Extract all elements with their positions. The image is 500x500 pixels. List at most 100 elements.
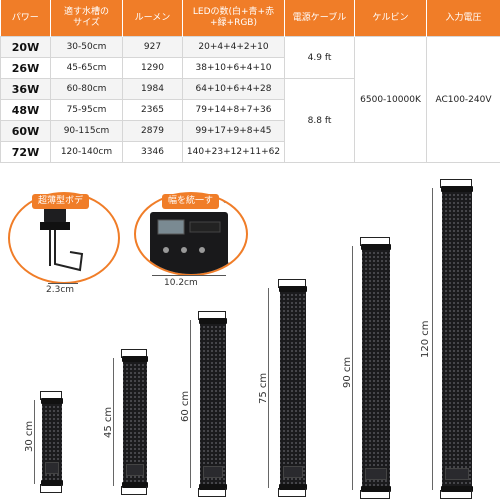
header-power: パワー [0,0,51,37]
lamp-length-label: 120 cm [420,320,431,358]
lamp-controller [283,466,303,478]
lamp-length-label: 60 cm [180,390,191,422]
lamp-bracket [440,490,472,499]
cell-size: 120-140cm [50,141,123,163]
lamp-bracket [278,279,306,288]
cell-size: 60-80cm [50,78,123,100]
lamp-75cm [278,279,307,497]
lamp-length-label: 75 cm [258,372,269,404]
lamp-bracket [40,391,62,400]
cell-cable-short: 4.9 ft [284,36,355,79]
lamp-controller [45,462,59,474]
cell-size: 90-115cm [50,120,123,142]
width-label: 幅を統一す [162,194,220,209]
table-header-row: パワー 適す水槽の サイズ ルーメン LEDの数(白+青+赤 +緑+RGB) 電… [0,0,500,37]
cell-lumen: 1290 [122,57,183,79]
spec-table: パワー 適す水槽の サイズ ルーメン LEDの数(白+青+赤 +緑+RGB) 電… [0,0,500,163]
cell-voltage: AC100-240V [426,36,500,163]
length-line [34,400,35,484]
header-tank-size: 適す水槽の サイズ [50,0,123,37]
lamp-bracket [360,490,390,499]
lamp-body [362,246,390,490]
header-led-count: LEDの数(白+青+赤 +緑+RGB) [182,0,285,37]
lamp-bracket [198,311,226,320]
length-line [190,320,191,488]
cell-watt: 60W [0,120,51,142]
lamp-controller [445,468,469,480]
lamp-end-cap [199,484,227,490]
table-row: 20W 30-50cm 927 20+4+4+2+10 4.9 ft 6500-… [0,36,500,163]
length-line [268,288,269,488]
width-dimension: 10.2cm [164,278,198,288]
cell-leds: 99+17+9+8+45 [182,120,285,142]
table-row: 72W 120-140cm 3346 140+23+12+11+62 [0,141,500,163]
cell-lumen: 2879 [122,120,183,142]
lamp-body [200,320,226,488]
cell-watt: 48W [0,99,51,121]
cell-lumen: 2365 [122,99,183,121]
length-line [432,188,433,490]
length-line [352,246,353,490]
cell-leds: 140+23+12+11+62 [182,141,285,163]
lamp-end-cap [279,484,307,490]
header-power-cable: 電源ケーブル [284,0,355,37]
table-row: 36W 60-80cm 1984 64+10+6+4+28 8.8 ft [0,78,500,163]
cell-watt: 36W [0,78,51,100]
lamp-controller [203,466,223,478]
lamp-end-cap [361,244,391,250]
cell-lumen: 3346 [122,141,183,163]
cell-kelvin: 6500-10000K [354,36,427,163]
lamp-90cm [360,237,391,499]
cell-watt: 20W [0,36,51,58]
lamp-body [280,288,306,488]
lamp-30cm [40,391,63,493]
lamp-bracket [121,349,147,358]
length-line [113,358,114,486]
lamp-60cm [198,311,227,497]
lamp-end-cap [41,398,63,404]
lamp-end-cap [122,482,148,488]
lamp-45cm [121,349,148,495]
header-kelvin: ケルビン [354,0,427,37]
thin-dimension-line [48,283,78,284]
cell-leds: 64+10+6+4+28 [182,78,285,100]
table-row: 48W 75-95cm 2365 79+14+8+7+36 [0,99,500,121]
lamp-end-cap [41,480,63,486]
cell-watt: 26W [0,57,51,79]
cell-watt: 72W [0,141,51,163]
lamp-end-cap [279,286,307,292]
cell-size: 45-65cm [50,57,123,79]
header-voltage: 入力電圧 [426,0,500,37]
cell-leds: 79+14+8+7+36 [182,99,285,121]
lamp-length-label: 45 cm [103,406,114,438]
lamp-length-label: 90 cm [342,356,353,388]
lamp-bracket [121,486,147,495]
cell-leds: 38+10+6+4+10 [182,57,285,79]
cell-leds: 20+4+4+2+10 [182,36,285,58]
lamp-end-cap [122,356,148,362]
lamp-end-cap [441,186,473,192]
thin-dimension: 2.3cm [46,285,75,295]
cell-cable-long: 8.8 ft [284,78,355,163]
lamp-end-cap [441,486,473,492]
lamp-bracket [278,488,306,497]
lamp-bracket [440,179,472,188]
lamp-end-cap [361,486,391,492]
lamp-bracket [360,237,390,246]
lamp-bracket [198,488,226,497]
cell-size: 30-50cm [50,36,123,58]
lamp-controller [126,464,144,476]
cell-lumen: 1984 [122,78,183,100]
table-row: 60W 90-115cm 2879 99+17+9+8+45 [0,120,500,142]
thin-body-label: 超薄型ボデ [32,194,90,209]
lamp-controller [365,468,387,480]
cell-lumen: 927 [122,36,183,58]
cell-size: 75-95cm [50,99,123,121]
lamp-end-cap [199,318,227,324]
header-lumen: ルーメン [122,0,183,37]
lamp-body [442,188,472,490]
lamp-length-label: 30 cm [24,420,35,452]
lamp-120cm [440,179,473,499]
lamp-bracket [40,484,62,493]
width-dimension-line [152,275,226,276]
